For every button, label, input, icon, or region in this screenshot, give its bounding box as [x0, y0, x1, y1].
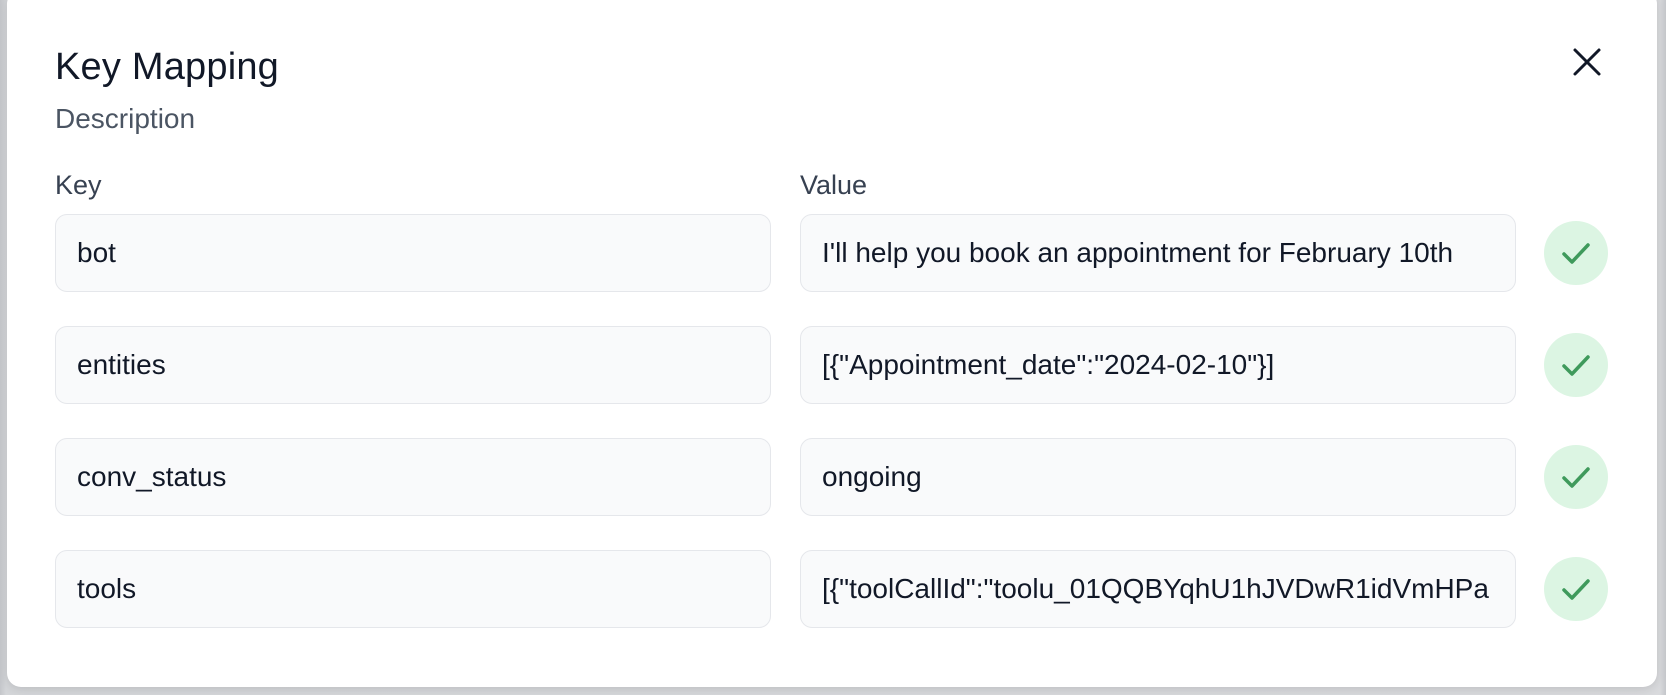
close-button[interactable] [1563, 38, 1611, 86]
check-icon [1562, 355, 1590, 376]
key-input[interactable] [55, 326, 771, 404]
value-input[interactable] [800, 214, 1516, 292]
close-icon [1573, 48, 1601, 76]
check-icon [1562, 243, 1590, 264]
key-input[interactable] [55, 550, 771, 628]
confirm-button[interactable] [1544, 445, 1608, 509]
confirm-button[interactable] [1544, 333, 1608, 397]
check-icon [1562, 467, 1590, 488]
dialog-description: Description [55, 103, 196, 134]
mapping-row [55, 214, 1615, 294]
key-mapping-dialog: Key Mapping Description Key Value [7, 0, 1657, 687]
value-input[interactable] [800, 550, 1516, 628]
confirm-button[interactable] [1544, 557, 1608, 621]
dialog-title: Key Mapping [55, 46, 280, 88]
value-input[interactable] [800, 326, 1516, 404]
confirm-button[interactable] [1544, 221, 1608, 285]
key-column-label: Key [55, 170, 102, 200]
mapping-row [55, 326, 1615, 406]
value-column-label: Value [800, 170, 868, 200]
value-input[interactable] [800, 438, 1516, 516]
check-icon [1562, 579, 1590, 600]
key-input[interactable] [55, 214, 771, 292]
key-input[interactable] [55, 438, 771, 516]
mapping-row [55, 438, 1615, 518]
mapping-row [55, 550, 1615, 630]
